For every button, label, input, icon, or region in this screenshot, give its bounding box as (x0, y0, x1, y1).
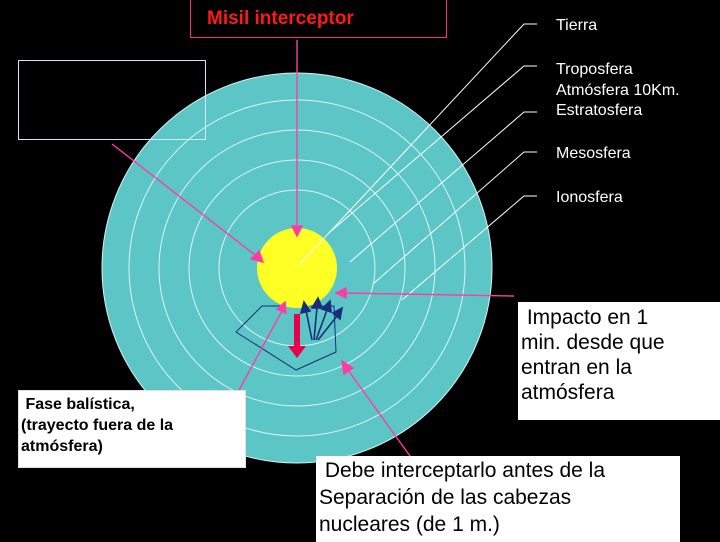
impact-line-2: min. desde que (521, 331, 665, 354)
impact-line-1: Impacto en 1 (521, 306, 649, 329)
impact-line-3: entran en la (521, 356, 632, 379)
stratosphere-label: Estratosfera (556, 102, 643, 119)
leader-lines (298, 23, 537, 301)
launch-label-box: Lanzamiento Misil agresor (18, 60, 206, 140)
intercept-line-1: Debe interceptarlo antes de la (319, 459, 606, 482)
interceptor-arrow (288, 314, 306, 358)
mesosphere-label: Mesosfera (556, 145, 631, 162)
intercept-line-3: nucleares (de 1 m.) (319, 513, 500, 536)
atmosphere-label: Atmósfera 10Km. (556, 82, 680, 99)
aggressor-label: Misil agresor (33, 109, 141, 130)
ballistic-line-3: atmósfera) (21, 438, 103, 455)
warhead-arrows (299, 296, 344, 341)
ballistic-phase-box: Fase balística, (trayecto fuera de la at… (18, 390, 246, 468)
intercept-box: Debe interceptarlo antes de la Separació… (316, 456, 680, 542)
intercept-line-2: Separación de las cabezas (319, 486, 572, 509)
impact-line-4: atmósfera (521, 381, 615, 404)
ionosphere-label: Ionosfera (556, 189, 623, 206)
ballistic-line-1: Fase balística, (21, 396, 135, 413)
impact-box: Impacto en 1 min. desde que entran en la… (518, 302, 720, 420)
earth-label: Tierra (556, 17, 598, 34)
interceptor-label: Misil interceptor (207, 8, 354, 29)
launch-label: Lanzamiento (33, 67, 142, 88)
earth-disc-icon (257, 228, 337, 308)
troposphere-label: Troposfera (556, 61, 633, 78)
ballistic-line-2: (trayecto fuera de la (21, 417, 174, 434)
interceptor-label-box: Misil interceptor (190, 0, 447, 38)
pink-arrows (111, 40, 515, 457)
